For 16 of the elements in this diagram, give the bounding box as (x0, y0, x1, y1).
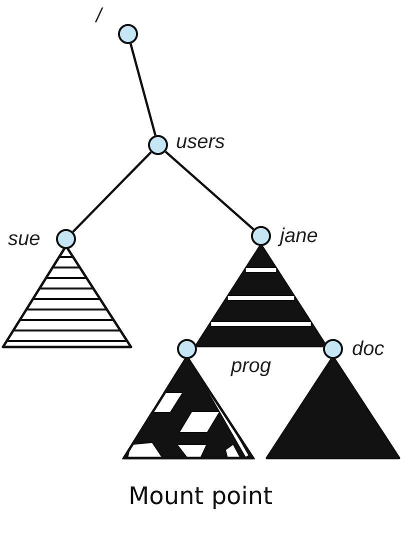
directory-name: sue (8, 229, 40, 249)
directory-circle (56, 229, 76, 249)
directory-circle (118, 24, 138, 44)
directory-name: jane (280, 226, 318, 246)
directory-name: / (96, 6, 102, 26)
tree-edge (130, 43, 156, 136)
directory-name: doc (352, 339, 384, 359)
directory-name: prog (231, 356, 272, 376)
tree-edge (72, 151, 152, 233)
caption: Mount point (127, 482, 274, 510)
directory-circle (148, 135, 168, 155)
directory-circle (323, 339, 343, 359)
directory-name: users (176, 132, 225, 152)
directory-circle (251, 226, 271, 246)
tree-edge (164, 150, 254, 230)
directory-circle (177, 339, 197, 359)
